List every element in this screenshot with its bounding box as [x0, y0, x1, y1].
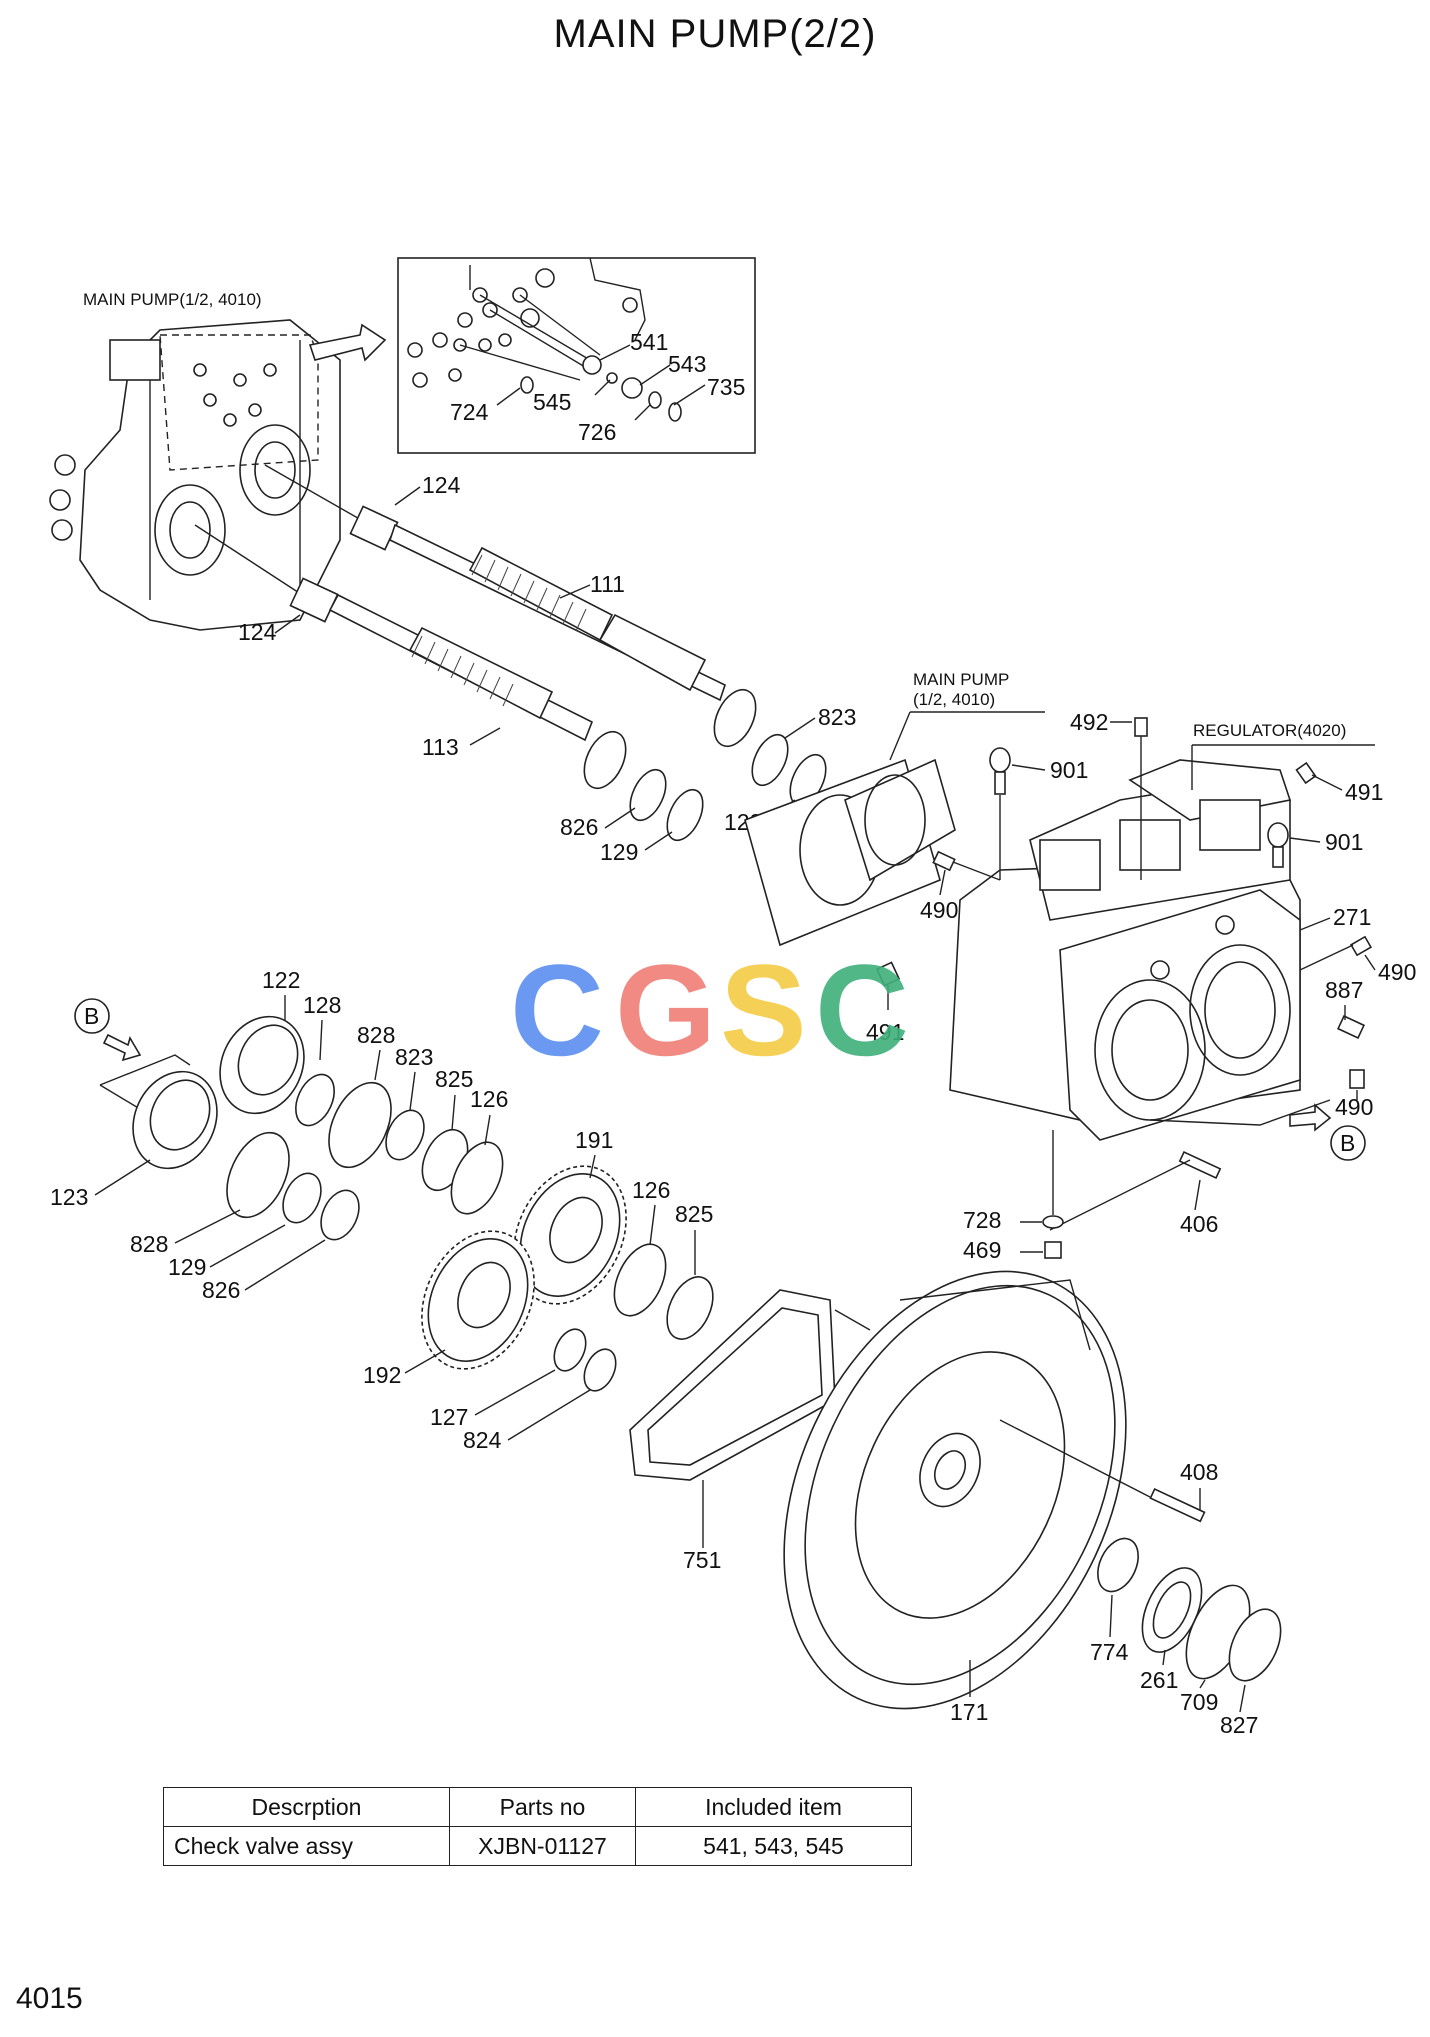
table-header-row: Descrption Parts no Included item — [163, 1787, 912, 1827]
callout-128b: 128 — [303, 992, 341, 1018]
callout-129b: 129 — [168, 1254, 206, 1280]
callout-406: 406 — [1180, 1211, 1218, 1237]
cgsc-watermark: C G S C — [510, 937, 909, 1083]
callout-492: 492 — [1070, 709, 1108, 735]
callout-491a: 491 — [1345, 779, 1383, 805]
page-number: 4015 — [16, 1982, 83, 2015]
callout-728: 728 — [963, 1207, 1001, 1233]
table-cell-parts-no: XJBN-01127 — [449, 1826, 636, 1866]
callout-490c: 490 — [1335, 1094, 1373, 1120]
page-title: MAIN PUMP(2/2) — [553, 12, 877, 56]
table-header-description: Descrption — [163, 1787, 450, 1827]
callout-724: 724 — [450, 399, 489, 425]
callout-490a: 490 — [920, 897, 958, 923]
table-cell-description: Check valve assy — [163, 1826, 450, 1866]
callout-469: 469 — [963, 1237, 1001, 1263]
callout-751: 751 — [683, 1547, 721, 1573]
table-row: Check valve assy XJBN-01127 541, 543, 54… — [163, 1826, 912, 1866]
view-marker-b-left: B — [84, 1003, 99, 1029]
bearing-122 — [219, 1015, 305, 1115]
callout-827: 827 — [1220, 1712, 1258, 1738]
callout-261: 261 — [1140, 1667, 1178, 1693]
callout-127: 127 — [430, 1404, 468, 1430]
main-pump-label-line1: MAIN PUMP — [913, 670, 1009, 689]
callout-823a: 823 — [818, 704, 856, 730]
callout-192: 192 — [363, 1362, 401, 1388]
main-pump-1-2-housing — [49, 319, 387, 631]
gear-191 — [513, 1165, 627, 1305]
callout-111: 111 — [590, 571, 625, 597]
callout-545: 545 — [533, 389, 571, 415]
table-cell-included-item: 541, 543, 545 — [635, 1826, 912, 1866]
callout-126a: 126 — [470, 1086, 508, 1112]
callout-709: 709 — [1180, 1689, 1218, 1715]
svg-text:G: G — [615, 937, 716, 1083]
callout-408: 408 — [1180, 1459, 1218, 1485]
callout-122: 122 — [262, 967, 300, 993]
callout-901b: 901 — [1325, 829, 1363, 855]
callout-825b: 825 — [675, 1201, 713, 1227]
pump-body-271 — [949, 759, 1301, 1141]
shaft-111 — [194, 464, 757, 748]
table-header-included-item: Included item — [635, 1787, 912, 1827]
rings-gear-side — [553, 1243, 714, 1392]
callout-191: 191 — [575, 1127, 613, 1153]
main-pump-label-line2: (1/2, 4010) — [913, 690, 995, 709]
parts-table: Descrption Parts no Included item Check … — [163, 1787, 912, 1866]
bearing-123 — [132, 1070, 218, 1170]
callout-490b: 490 — [1378, 959, 1416, 985]
callout-271: 271 — [1333, 904, 1371, 930]
callout-774: 774 — [1090, 1639, 1129, 1665]
callout-825a: 825 — [435, 1066, 473, 1092]
regulator-label: REGULATOR(4020) — [1193, 721, 1346, 740]
callout-901a: 901 — [1050, 757, 1088, 783]
svg-text:C: C — [510, 937, 604, 1083]
seals-right — [1097, 1537, 1282, 1682]
check-valve-detail-box — [397, 257, 756, 454]
callout-491b: 491 — [866, 1019, 904, 1045]
svg-text:C: C — [815, 937, 909, 1083]
housing-171 — [783, 1270, 1127, 1710]
callout-124a: 124 — [422, 472, 461, 498]
callout-726: 726 — [578, 419, 616, 445]
flange-plates — [744, 758, 956, 947]
callout-826b: 826 — [202, 1277, 240, 1303]
callout-126b: 126 — [632, 1177, 670, 1203]
table-header-parts-no: Parts no — [449, 1787, 636, 1827]
callout-129a: 129 — [600, 839, 638, 865]
shaft-113 — [289, 577, 627, 790]
callout-113: 113 — [422, 734, 459, 760]
callout-541: 541 — [630, 329, 668, 355]
callout-828a: 828 — [357, 1022, 395, 1048]
gear-192 — [421, 1230, 535, 1370]
snap-rings-left — [226, 1073, 504, 1241]
callout-826a: 826 — [560, 814, 598, 840]
svg-text:S: S — [720, 937, 807, 1083]
callout-124b: 124 — [238, 619, 277, 645]
callout-823b: 823 — [395, 1044, 433, 1070]
main-pump-1-2-label: MAIN PUMP(1/2, 4010) — [83, 290, 262, 309]
callout-828b: 828 — [130, 1231, 168, 1257]
callout-123: 123 — [50, 1184, 88, 1210]
view-marker-b-right: B — [1340, 1130, 1355, 1156]
callout-887: 887 — [1325, 977, 1363, 1003]
callout-735: 735 — [707, 374, 745, 400]
callout-824: 824 — [463, 1427, 502, 1453]
callout-543: 543 — [668, 351, 706, 377]
callout-171: 171 — [950, 1699, 988, 1725]
